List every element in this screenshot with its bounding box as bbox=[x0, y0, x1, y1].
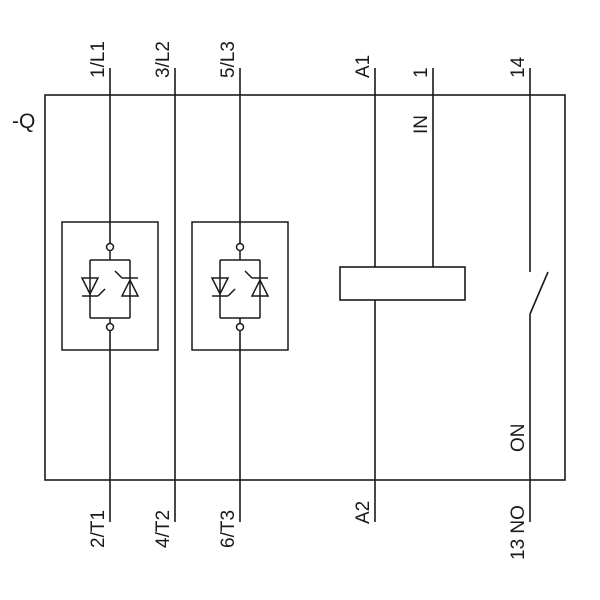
thyristor-down-gate-1 bbox=[82, 288, 106, 297]
no-contact-symbol bbox=[529, 68, 549, 522]
terminal-label-6t3: 6/T3 bbox=[218, 510, 239, 548]
terminal-label-a1: A1 bbox=[353, 55, 374, 78]
device-outline bbox=[44, 94, 566, 481]
module-box-1 bbox=[61, 221, 159, 351]
thyristor-down-gate-2 bbox=[212, 288, 236, 297]
terminal-label-1: 1 bbox=[411, 67, 432, 78]
node-top-1 bbox=[105, 242, 115, 252]
terminal-label-5l3: 5/L3 bbox=[218, 41, 239, 78]
coil-symbol bbox=[339, 266, 466, 301]
thyristor-up-gate-2 bbox=[244, 270, 268, 279]
node-top-2 bbox=[235, 242, 245, 252]
input-label-in: IN bbox=[411, 115, 432, 134]
module-branches-2 bbox=[219, 250, 261, 324]
thyristor-module-2 bbox=[191, 221, 289, 351]
thyristor-down-icon bbox=[80, 277, 100, 296]
node-bottom-2 bbox=[235, 322, 245, 332]
thyristor-up-icon bbox=[120, 278, 140, 297]
module-box-2 bbox=[191, 221, 289, 351]
contact-label-on: ON bbox=[508, 424, 529, 453]
terminal-label-3l2: 3/L2 bbox=[153, 41, 174, 78]
terminal-label-4t2: 4/T2 bbox=[153, 510, 174, 548]
terminal-label-14: 14 bbox=[508, 56, 529, 78]
terminal-label-13no: 13 NO bbox=[508, 505, 529, 560]
thyristor-up-icon bbox=[250, 278, 270, 297]
thyristor-up-gate-1 bbox=[114, 270, 138, 279]
node-bottom-1 bbox=[105, 322, 115, 332]
thyristor-down-icon bbox=[210, 277, 230, 296]
thyristor-module-1 bbox=[61, 221, 159, 351]
terminal-label-2t1: 2/T1 bbox=[88, 510, 109, 548]
module-branches-1 bbox=[89, 250, 131, 324]
terminal-label-a2: A2 bbox=[353, 501, 374, 524]
device-designator: -Q bbox=[12, 110, 35, 133]
terminal-label-1l1: 1/L1 bbox=[88, 41, 109, 78]
